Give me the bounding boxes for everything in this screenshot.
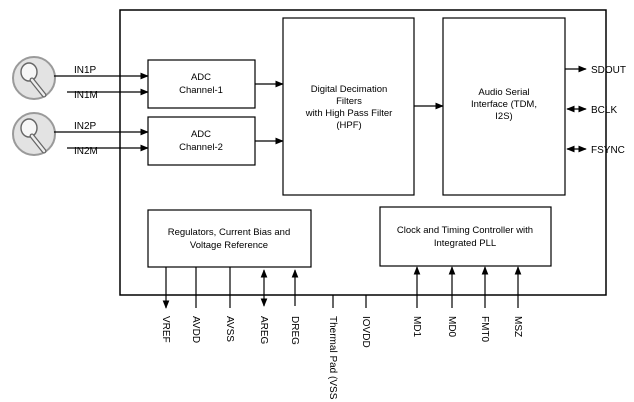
input-label: IN2M <box>74 146 98 157</box>
pin-label: VREF <box>160 316 171 343</box>
adc-channel-1-label: Channel-1 <box>179 85 223 96</box>
digital-filter-label: Filters <box>336 96 362 107</box>
input-label: IN2P <box>74 121 97 132</box>
pin-label: AVSS <box>224 316 235 342</box>
audio-serial-interface-block <box>442 17 566 196</box>
microphone-icon <box>12 56 56 100</box>
clock-timing-label: Integrated PLL <box>434 238 496 249</box>
output-label: SDOUT <box>591 65 626 76</box>
regulators-block <box>147 209 312 268</box>
output-label: FSYNC <box>591 145 625 156</box>
pin-label: IOVDD <box>360 316 371 348</box>
pin-label: MSZ <box>512 316 523 337</box>
adc-channel-1-label: ADC <box>191 72 211 83</box>
clock-timing-block <box>379 206 552 267</box>
audio-serial-label: Audio Serial <box>478 87 529 98</box>
adc-channel-2-block <box>147 116 256 166</box>
microphone-icon <box>12 112 56 156</box>
pin-label: DREG <box>289 316 300 345</box>
regulators-label: Regulators, Current Bias and <box>168 227 291 238</box>
adc-channel-2-label: ADC <box>191 129 211 140</box>
input-label: IN1P <box>74 65 97 76</box>
audio-serial-label: Interface (TDM, <box>471 99 537 110</box>
pin-label: AVDD <box>190 316 201 343</box>
clock-timing-label: Clock and Timing Controller with <box>397 225 533 236</box>
digital-filter-label: (HPF) <box>336 120 361 131</box>
regulators-label: Voltage Reference <box>190 240 268 251</box>
digital-filter-block <box>282 17 415 196</box>
adc-channel-2-label: Channel-2 <box>179 142 223 153</box>
adc-channel-1-block <box>147 59 256 109</box>
pin-label: MD1 <box>411 316 422 338</box>
pin-label: FMT0 <box>479 316 490 343</box>
pin-label: MD0 <box>446 316 457 338</box>
pin-label: AREG <box>258 316 269 345</box>
digital-filter-label: with High Pass Filter <box>305 108 393 119</box>
output-label: BCLK <box>591 105 617 116</box>
input-label: IN1M <box>74 90 98 101</box>
digital-filter-label: Digital Decimation <box>311 84 388 95</box>
audio-serial-label: I2S) <box>495 111 512 122</box>
pin-label: Thermal Pad (VSS <box>327 316 338 400</box>
